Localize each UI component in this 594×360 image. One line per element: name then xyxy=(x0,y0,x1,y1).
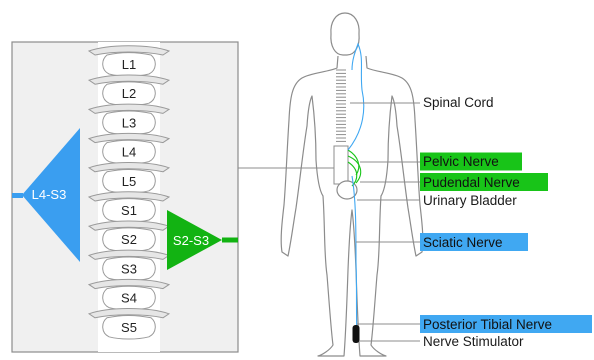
anatomy-labels: Spinal Cord Pelvic Nerve Pudendal Nerve … xyxy=(420,95,592,349)
label-leader-lines xyxy=(350,103,420,341)
head-outline xyxy=(331,13,359,55)
pelvic-pudendal-nerves xyxy=(348,150,361,186)
vertebra-label-s5: S5 xyxy=(121,320,137,335)
sacral-region-label: S2-S3 xyxy=(173,233,209,248)
vertebra-label-l5: L5 xyxy=(122,174,136,189)
vertebra-label-s1: S1 xyxy=(121,203,137,218)
vertebra-label-l2: L2 xyxy=(122,86,136,101)
lumbar-region-tab xyxy=(12,193,23,198)
vertebra-label-s2: S2 xyxy=(121,232,137,247)
body-spinal-cord xyxy=(334,70,348,184)
label-sciatic-nerve: Sciatic Nerve xyxy=(423,235,503,250)
label-urinary-bladder: Urinary Bladder xyxy=(423,193,517,208)
label-spinal-cord: Spinal Cord xyxy=(423,95,494,110)
vertebra-label-s3: S3 xyxy=(121,261,137,276)
label-pudendal-nerve: Pudendal Nerve xyxy=(423,175,520,190)
vertebra-label-l4: L4 xyxy=(122,145,136,160)
vertebra-label-s4: S4 xyxy=(121,291,137,306)
label-posterior-tibial-nerve: Posterior Tibial Nerve xyxy=(423,317,552,332)
vertebra-label-l3: L3 xyxy=(122,115,136,130)
lumbar-region-label: L4-S3 xyxy=(32,187,67,202)
sacral-region-tab xyxy=(222,238,238,243)
label-pelvic-nerve: Pelvic Nerve xyxy=(423,154,499,169)
label-nerve-stimulator: Nerve Stimulator xyxy=(423,334,524,349)
sacrum-block xyxy=(334,146,348,184)
nerve-stimulator-device xyxy=(353,325,360,343)
vertebra-label-l1: L1 xyxy=(122,57,136,72)
body-outline xyxy=(281,56,423,356)
